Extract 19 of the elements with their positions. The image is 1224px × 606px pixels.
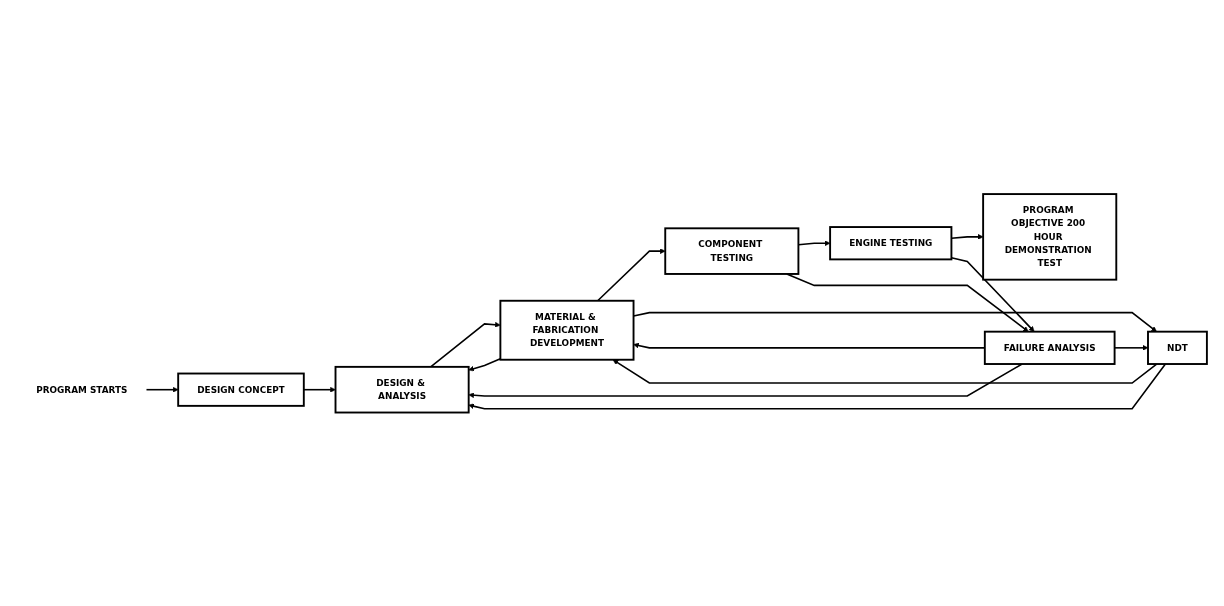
arrow [468,362,1023,398]
node-text: PROGRAM STARTS [36,384,128,395]
node-box: COMPONENT TESTING [664,227,800,275]
node-box: DESIGN & ANALYSIS [334,365,470,414]
node-box: FAILURE ANALYSIS [983,330,1116,365]
arrow [786,272,1029,332]
arrow [145,386,179,393]
node-box: DESIGN CONCEPT [177,372,305,407]
arrow [596,248,666,302]
arrow [468,357,502,372]
arrow [612,359,1158,384]
node-box: NDT [1147,330,1208,365]
node-box: PROGRAM OBJECTIVE 200 HOUR DEMONSTRATION TEST [982,192,1118,281]
arrow [468,362,1167,410]
node-box: MATERIAL & FABRICATION DEVELOPMENT [499,299,635,361]
arrow [429,321,501,368]
node-box: ENGINE TESTING [829,225,953,261]
arrow [303,386,336,393]
arrow [950,256,1035,332]
